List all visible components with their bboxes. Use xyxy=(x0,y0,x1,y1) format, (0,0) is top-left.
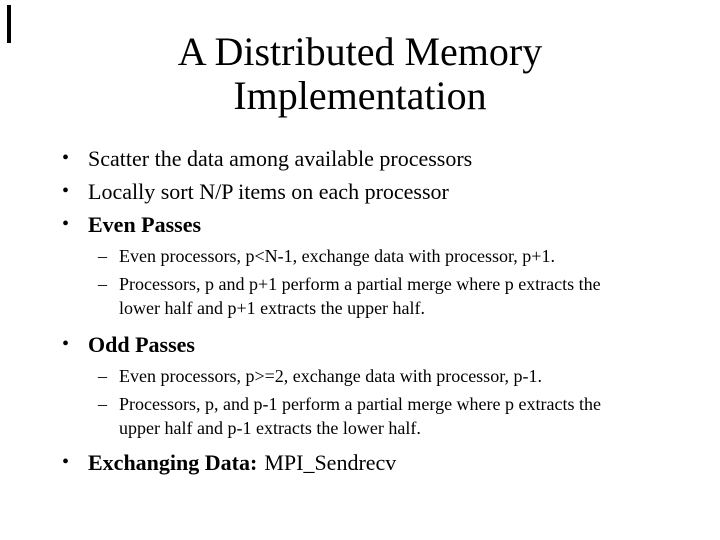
sub-item-even-exchange: – Even processors, p<N-1, exchange data … xyxy=(98,244,706,268)
bullet-item-local-sort: • Locally sort N/P items on each process… xyxy=(62,175,706,208)
bullet-text: Odd Passes xyxy=(88,332,195,357)
sub-item-text: Even processors, p<N-1, exchange data wi… xyxy=(119,246,555,266)
dash-icon: – xyxy=(98,366,107,386)
slide-body: • Scatter the data among available proce… xyxy=(0,142,720,479)
dash-icon: – xyxy=(98,246,107,266)
bullet-text: Even Passes xyxy=(88,212,202,237)
bullet-item-odd-passes: • Odd Passes xyxy=(62,328,706,361)
bullet-text-regular: MPI_Sendrecv xyxy=(264,450,397,475)
sub-item-even-merge: – Processors, p and p+1 perform a partia… xyxy=(98,272,706,320)
slide-border-fragment xyxy=(7,5,11,43)
bullet-icon: • xyxy=(62,333,70,355)
dash-icon: – xyxy=(98,394,107,414)
sub-item-text: Processors, p, and p-1 perform a partial… xyxy=(119,394,601,438)
slide-title: A Distributed Memory Implementation xyxy=(177,29,543,118)
bullet-text: Exchanging Data:MPI_Sendrecv xyxy=(88,446,396,479)
bullet-item-scatter: • Scatter the data among available proce… xyxy=(62,142,706,175)
bullet-icon: • xyxy=(62,451,70,473)
bullet-icon: • xyxy=(62,147,70,169)
bullet-text: Locally sort N/P items on each processor xyxy=(88,179,449,204)
sub-item-text: Even processors, p>=2, exchange data wit… xyxy=(119,366,542,386)
bullet-icon: • xyxy=(62,213,70,235)
bullet-text-bold: Exchanging Data: xyxy=(88,450,258,475)
bullet-icon: • xyxy=(62,180,70,202)
bullet-item-even-passes: • Even Passes xyxy=(62,208,706,241)
sub-item-text: Processors, p and p+1 perform a partial … xyxy=(119,274,601,318)
sub-item-odd-merge: – Processors, p, and p-1 perform a parti… xyxy=(98,392,706,440)
bullet-text: Scatter the data among available process… xyxy=(88,146,473,171)
bullet-item-exchanging-data: • Exchanging Data:MPI_Sendrecv xyxy=(62,446,706,479)
dash-icon: – xyxy=(98,274,107,294)
sub-item-odd-exchange: – Even processors, p>=2, exchange data w… xyxy=(98,364,706,388)
